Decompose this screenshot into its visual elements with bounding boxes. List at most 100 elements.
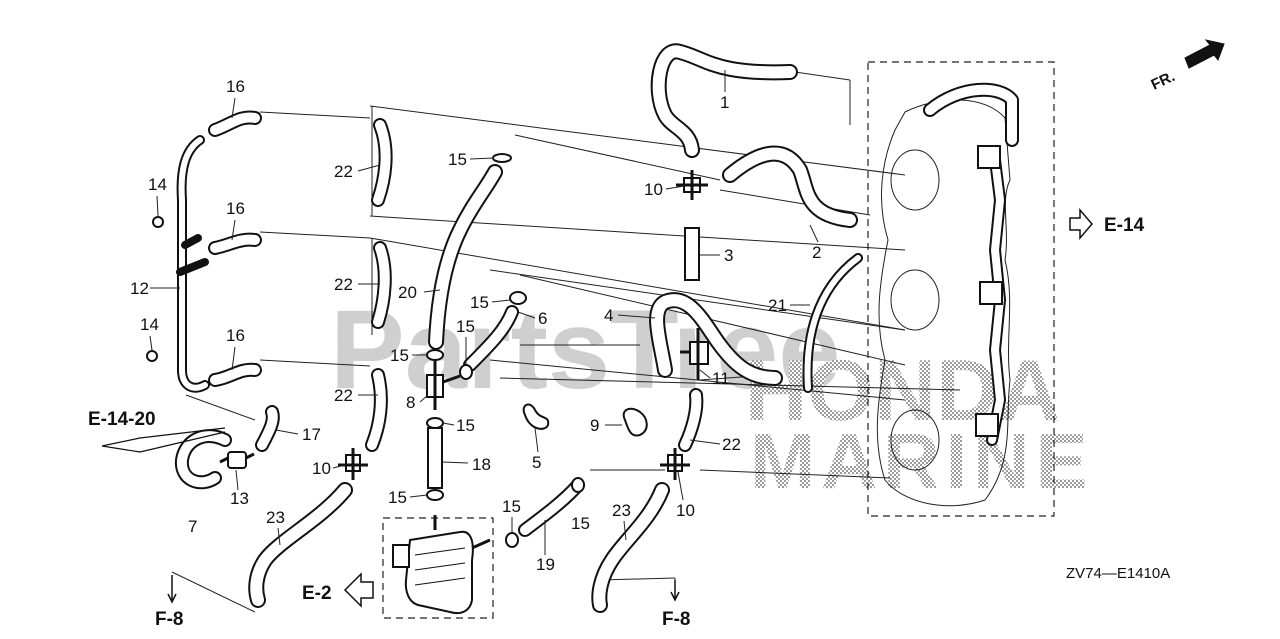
callout-16-middle: 16	[226, 199, 245, 218]
callout-12: 12	[130, 279, 149, 298]
hose-part-22c	[365, 368, 388, 452]
callout-6: 6	[538, 309, 547, 328]
engine-fitting-2	[979, 281, 1003, 305]
callout-15-h: 15	[571, 514, 590, 533]
engine-fitting-1	[977, 145, 1001, 169]
arrow-down-right-icon	[670, 580, 680, 602]
callout-10-left: 10	[312, 459, 331, 478]
hose-part-16b	[208, 232, 262, 255]
callout-15-c: 15	[456, 317, 475, 336]
t-joint-part-10-right	[660, 448, 690, 480]
clamp-part-15	[426, 153, 585, 548]
callout-11: 11	[712, 369, 730, 388]
clip-part-9	[622, 407, 648, 437]
callout-15-f: 15	[388, 488, 407, 507]
hose-part-4	[649, 292, 783, 386]
callout-22-d: 22	[722, 435, 741, 454]
hose-part-21	[802, 253, 863, 393]
callout-labels: 1 2 3 4 5 6 7 8 9 10 10 10 11 12 13 14 1…	[130, 77, 821, 574]
hose-part-23b	[591, 482, 670, 613]
clip-part-5	[522, 403, 550, 430]
hose-part-16c	[208, 362, 262, 387]
callout-4: 4	[604, 306, 613, 325]
callout-15-g: 15	[502, 497, 521, 516]
callout-22-b: 22	[334, 275, 353, 294]
callout-9: 9	[590, 416, 599, 435]
callout-ticks	[149, 70, 819, 555]
callout-14-lower: 14	[140, 315, 159, 334]
callout-15-a: 15	[448, 150, 467, 169]
callout-10-right: 10	[676, 501, 695, 520]
callout-14-upper: 14	[148, 175, 167, 194]
arrow-down-left-icon	[167, 575, 177, 604]
hose-part-22d	[678, 388, 704, 452]
hose-part-23a	[248, 482, 353, 608]
pipe-part-18	[427, 427, 443, 489]
hose-part-22a	[371, 118, 393, 207]
engine-fitting-3	[975, 413, 999, 437]
callout-10-top: 10	[644, 180, 663, 199]
watermark-parts-text: PartsTree	[330, 287, 841, 412]
callout-15-e: 15	[456, 416, 475, 435]
callout-23-left: 23	[266, 508, 285, 527]
pipe-part-3	[684, 227, 700, 281]
callout-21: 21	[768, 296, 787, 315]
fittings	[146, 153, 709, 548]
cross-references: E-14 E-14-20 E-2 F-8 F-8	[88, 215, 1145, 630]
callout-23-right: 23	[612, 501, 631, 520]
callout-22-c: 22	[334, 386, 353, 405]
intake-port-2	[890, 269, 940, 331]
callout-8: 8	[406, 393, 415, 412]
callout-20: 20	[398, 283, 417, 302]
callout-1: 1	[720, 93, 729, 112]
front-indicator-label: FR.	[1149, 68, 1178, 94]
hose-part-6	[463, 305, 519, 372]
callout-7: 7	[188, 517, 197, 536]
callout-17: 17	[302, 425, 321, 444]
callout-19: 19	[536, 555, 555, 574]
t-joint-part-10-top	[676, 170, 708, 200]
engine-block	[867, 61, 1055, 517]
front-arrow-icon	[1184, 39, 1225, 69]
t-joint-part-11	[680, 328, 709, 380]
t-joint-part-8	[426, 360, 461, 410]
arrow-left-icon	[343, 572, 374, 608]
fuel-pump-unit	[382, 515, 494, 619]
e1420-pointer	[101, 427, 226, 453]
callout-13: 13	[230, 489, 249, 508]
hose-loop-e1420	[174, 429, 232, 490]
bolt-part-14	[146, 216, 164, 362]
hose-part-17	[255, 405, 280, 452]
callout-18: 18	[472, 455, 491, 474]
callout-5: 5	[532, 453, 541, 472]
watermark: PartsTree HONDA MARINE	[330, 287, 1094, 505]
fuel-pump-boundary	[382, 517, 494, 619]
hoses	[174, 43, 863, 613]
ref-f8-right: F-8	[662, 609, 691, 630]
callout-15-b: 15	[470, 293, 489, 312]
intake-port-3	[890, 409, 940, 471]
hose-part-20	[428, 164, 503, 350]
hose-part-16a	[208, 110, 262, 137]
drawing-code: ZV74—E1410A	[1066, 565, 1170, 582]
intake-port-1	[890, 149, 940, 211]
hose-part-12	[176, 135, 210, 393]
arrow-right-icon	[1069, 207, 1093, 241]
ref-f8-left: F-8	[155, 609, 184, 630]
callout-16-top: 16	[226, 77, 245, 96]
hose-part-22b	[371, 241, 392, 329]
reference-markers	[101, 39, 1225, 608]
ref-e1420: E-14-20	[88, 409, 156, 430]
hose-part-2	[722, 145, 858, 228]
callout-2: 2	[812, 243, 821, 262]
engine-boundary	[867, 61, 1055, 517]
t-joint-part-10-left	[338, 448, 368, 480]
ref-e14: E-14	[1104, 215, 1145, 236]
ref-e2: E-2	[302, 583, 332, 604]
filter-part-13	[219, 451, 255, 469]
callout-3: 3	[724, 246, 733, 265]
callout-16-bottom: 16	[226, 326, 245, 345]
watermark-brand-bottom: MARINE	[750, 417, 1094, 505]
callout-22-a: 22	[334, 162, 353, 181]
